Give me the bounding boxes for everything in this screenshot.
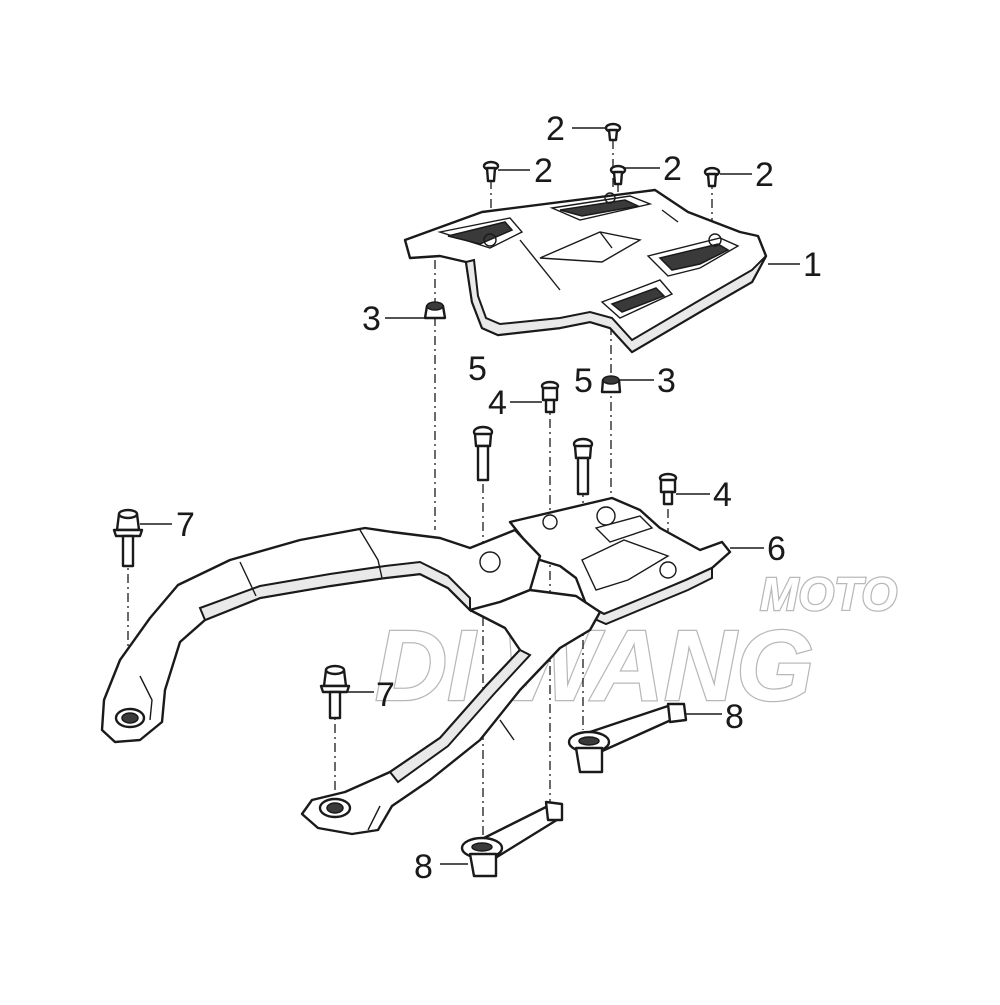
bolt-4-a (540, 380, 560, 414)
callout-1: 1 (803, 246, 822, 284)
watermark: MOTO DI WANG (374, 567, 899, 724)
bolt-7-b (319, 664, 351, 720)
callout-7-a: 7 (176, 506, 195, 544)
bolt-2-b (609, 164, 627, 186)
mount-8-lower (460, 800, 564, 878)
callout-2-a: 2 (546, 110, 565, 148)
callout-3-b: 3 (657, 362, 676, 400)
bolt-2-c (482, 160, 500, 183)
callout-2-b: 2 (534, 152, 553, 190)
leader-lines (140, 127, 800, 865)
bolt-4-b (658, 472, 678, 506)
watermark-line1: MOTO (760, 568, 897, 620)
callout-2-d: 2 (755, 156, 774, 194)
callout-8-a: 8 (725, 698, 744, 736)
callout-7-b: 7 (376, 676, 395, 714)
part-rack-right-stay-arm (300, 588, 602, 836)
bolt-5-b (572, 437, 594, 496)
nut-3-a (423, 301, 447, 320)
callout-4-b: 4 (713, 476, 732, 514)
callout-3-a: 3 (362, 300, 381, 338)
callout-labels: 2 2 2 2 1 3 3 5 4 5 4 6 7 7 8 8 (176, 110, 822, 886)
bolt-2-d (703, 166, 721, 188)
mount-8-upper (567, 702, 688, 774)
callout-2-c: 2 (663, 150, 682, 188)
bolt-5-a (472, 425, 494, 482)
callout-8-b: 8 (414, 848, 433, 886)
watermark-line2: DI WANG (375, 610, 814, 722)
bolt-7-a (112, 508, 144, 568)
bolt-2-a (604, 122, 622, 142)
nut-3-b (600, 375, 622, 394)
callout-4-a: 4 (488, 384, 507, 422)
callout-5-a: 5 (468, 350, 487, 388)
callout-5-b: 5 (574, 362, 593, 400)
callout-6: 6 (767, 530, 786, 568)
part-1-top-plate (403, 188, 768, 354)
part-6-sub-frame (508, 496, 732, 626)
